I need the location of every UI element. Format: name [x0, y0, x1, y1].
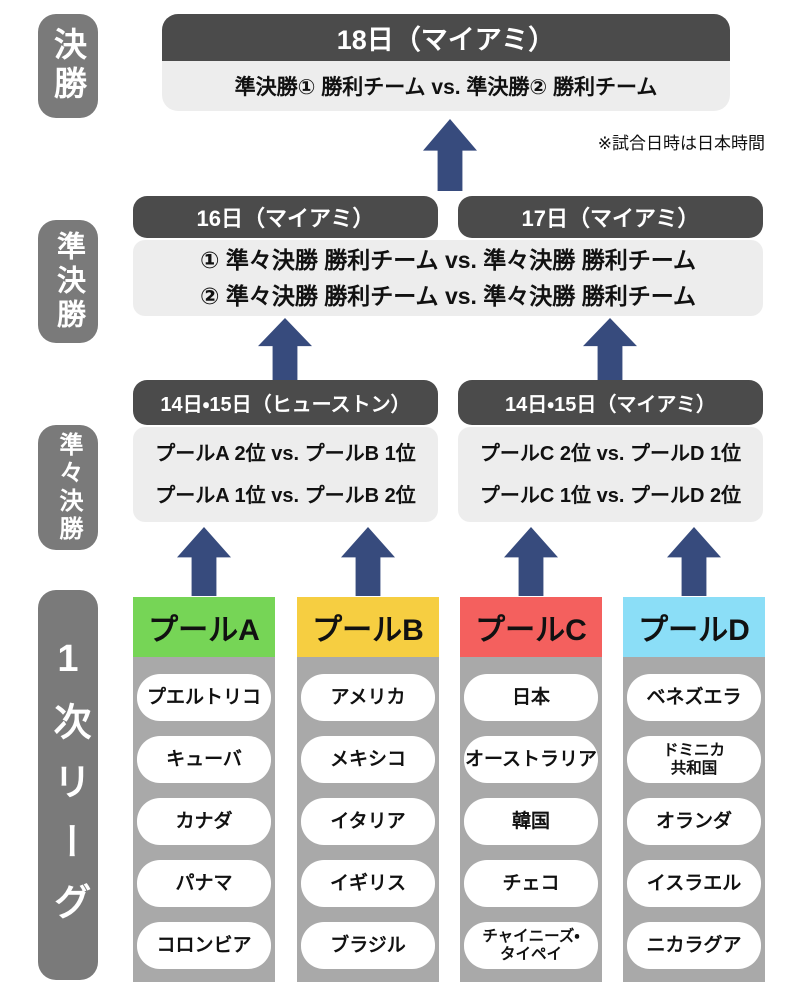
quarterfinal-matches-right: プールC 2位 vs. プールD 1位 プールC 1位 vs. プールD 2位 [458, 427, 763, 522]
pool-d-column: プールD ベネズエラ ドミニカ 共和国 オランダ イスラエル ニカラグア [623, 597, 765, 982]
arrow-up-to-semifinal-1 [258, 318, 312, 382]
team-pill: 日本 [464, 674, 598, 721]
arrow-up-to-final [423, 119, 477, 191]
pool-c-column: プールC 日本 オーストラリア 韓国 チェコ チャイニーズ・ タイペイ [460, 597, 602, 982]
team-pill: カナダ [137, 798, 271, 845]
team-pill: チャイニーズ・ タイペイ [464, 922, 598, 969]
quarterfinal-date-header-left: 14日・15日（ヒューストン） [133, 380, 438, 425]
pool-c-teams: 日本 オーストラリア 韓国 チェコ チャイニーズ・ タイペイ [460, 657, 602, 969]
team-pill: オランダ [627, 798, 761, 845]
final-date-header: 18日（マイアミ） [162, 14, 730, 61]
team-pill: アメリカ [301, 674, 435, 721]
arrow-up-from-pool-d [667, 527, 721, 596]
pool-b-teams: アメリカ メキシコ イタリア イギリス ブラジル [297, 657, 439, 969]
team-pill: キューバ [137, 736, 271, 783]
team-pill: オーストラリア [464, 736, 598, 783]
team-pill: イスラエル [627, 860, 761, 907]
team-pill: チェコ [464, 860, 598, 907]
quarterfinal-matches-left: プールA 2位 vs. プールB 1位 プールA 1位 vs. プールB 2位 [133, 427, 438, 522]
team-pill: ドミニカ 共和国 [627, 736, 761, 783]
arrow-up-from-pool-c [504, 527, 558, 596]
team-pill: ベネズエラ [627, 674, 761, 721]
stage-label-final: 決勝 [38, 14, 98, 118]
semifinal-date-header-right: 17日（マイアミ） [458, 196, 763, 238]
quarterfinal-right-match-2: プールC 1位 vs. プールD 2位 [479, 484, 742, 507]
semifinal-date-header-left: 16日（マイアミ） [133, 196, 438, 238]
quarterfinal-right-match-1: プールC 2位 vs. プールD 1位 [479, 442, 742, 465]
quarterfinal-left-match-2: プールA 1位 vs. プールB 2位 [155, 484, 416, 507]
stage-label-semifinal: 準決勝 [38, 220, 98, 343]
stage-label-first-round: 1次リーグ [38, 590, 98, 980]
semifinal-match-2: ② 準々決勝 勝利チーム vs. 準々決勝 勝利チーム [199, 283, 697, 309]
pool-a-teams: プエルトリコ キューバ カナダ パナマ コロンビア [133, 657, 275, 969]
pool-a-column: プールA プエルトリコ キューバ カナダ パナマ コロンビア [133, 597, 275, 982]
semifinal-match-1: ① 準々決勝 勝利チーム vs. 準々決勝 勝利チーム [199, 247, 697, 273]
pool-d-teams: ベネズエラ ドミニカ 共和国 オランダ イスラエル ニカラグア [623, 657, 765, 969]
pool-b-header: プールB [297, 597, 439, 657]
pool-c-header: プールC [460, 597, 602, 657]
team-pill: パナマ [137, 860, 271, 907]
team-pill: イタリア [301, 798, 435, 845]
quarterfinal-left-match-1: プールA 2位 vs. プールB 1位 [155, 442, 416, 465]
semifinal-matches: ① 準々決勝 勝利チーム vs. 準々決勝 勝利チーム ② 準々決勝 勝利チーム… [133, 240, 763, 316]
pool-b-column: プールB アメリカ メキシコ イタリア イギリス ブラジル [297, 597, 439, 982]
team-pill: ブラジル [301, 922, 435, 969]
team-pill: ニカラグア [627, 922, 761, 969]
team-pill: 韓国 [464, 798, 598, 845]
quarterfinal-date-header-right: 14日・15日（マイアミ） [458, 380, 763, 425]
final-match: 準決勝① 勝利チーム vs. 準決勝② 勝利チーム [162, 61, 730, 111]
pool-a-header: プールA [133, 597, 275, 657]
stage-label-quarterfinal: 準々決勝 [38, 425, 98, 550]
pool-d-header: プールD [623, 597, 765, 657]
team-pill: コロンビア [137, 922, 271, 969]
team-pill: イギリス [301, 860, 435, 907]
team-pill: メキシコ [301, 736, 435, 783]
arrow-up-to-semifinal-2 [583, 318, 637, 382]
arrow-up-from-pool-b [341, 527, 395, 596]
team-pill: プエルトリコ [137, 674, 271, 721]
arrow-up-from-pool-a [177, 527, 231, 596]
timezone-note: ※試合日時は日本時間 [597, 134, 765, 153]
